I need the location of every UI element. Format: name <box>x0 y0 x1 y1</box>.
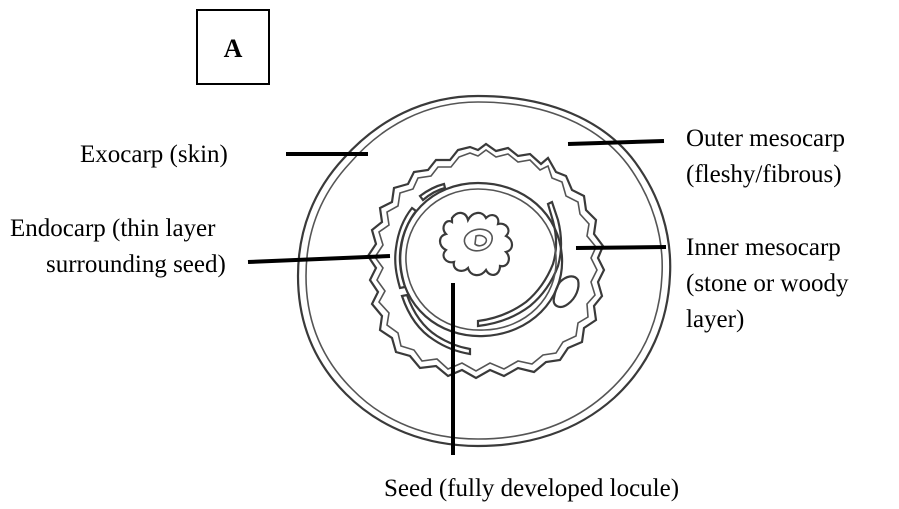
outer-mesocarp-boundary <box>368 144 604 378</box>
outer-mesocarp-label-line2: (fleshy/fibrous) <box>686 161 842 188</box>
endocarp-label-line2: surrounding seed) <box>46 251 226 278</box>
outer-mesocarp-label-line1: Outer mesocarp <box>686 125 845 152</box>
inner-mesocarp-label-line3: layer) <box>686 306 744 333</box>
inner-mesocarp-label-line2: (stone or woody <box>686 270 849 297</box>
panel-label: A <box>197 10 269 84</box>
panel-label-text: A <box>224 34 243 63</box>
outer-mesocarp-leader <box>568 141 664 144</box>
seed-label: Seed (fully developed locule) <box>384 475 679 502</box>
endocarp-label-line1: Endocarp (thin layer <box>10 215 216 242</box>
inner-mesocarp-stone <box>395 184 578 354</box>
endocarp-and-seed <box>400 183 562 336</box>
exocarp-label: Exocarp (skin) <box>80 141 228 168</box>
seed-locule <box>440 213 512 275</box>
inner-mesocarp-leader <box>576 247 666 248</box>
inner-mesocarp-label-line1: Inner mesocarp <box>686 234 841 261</box>
